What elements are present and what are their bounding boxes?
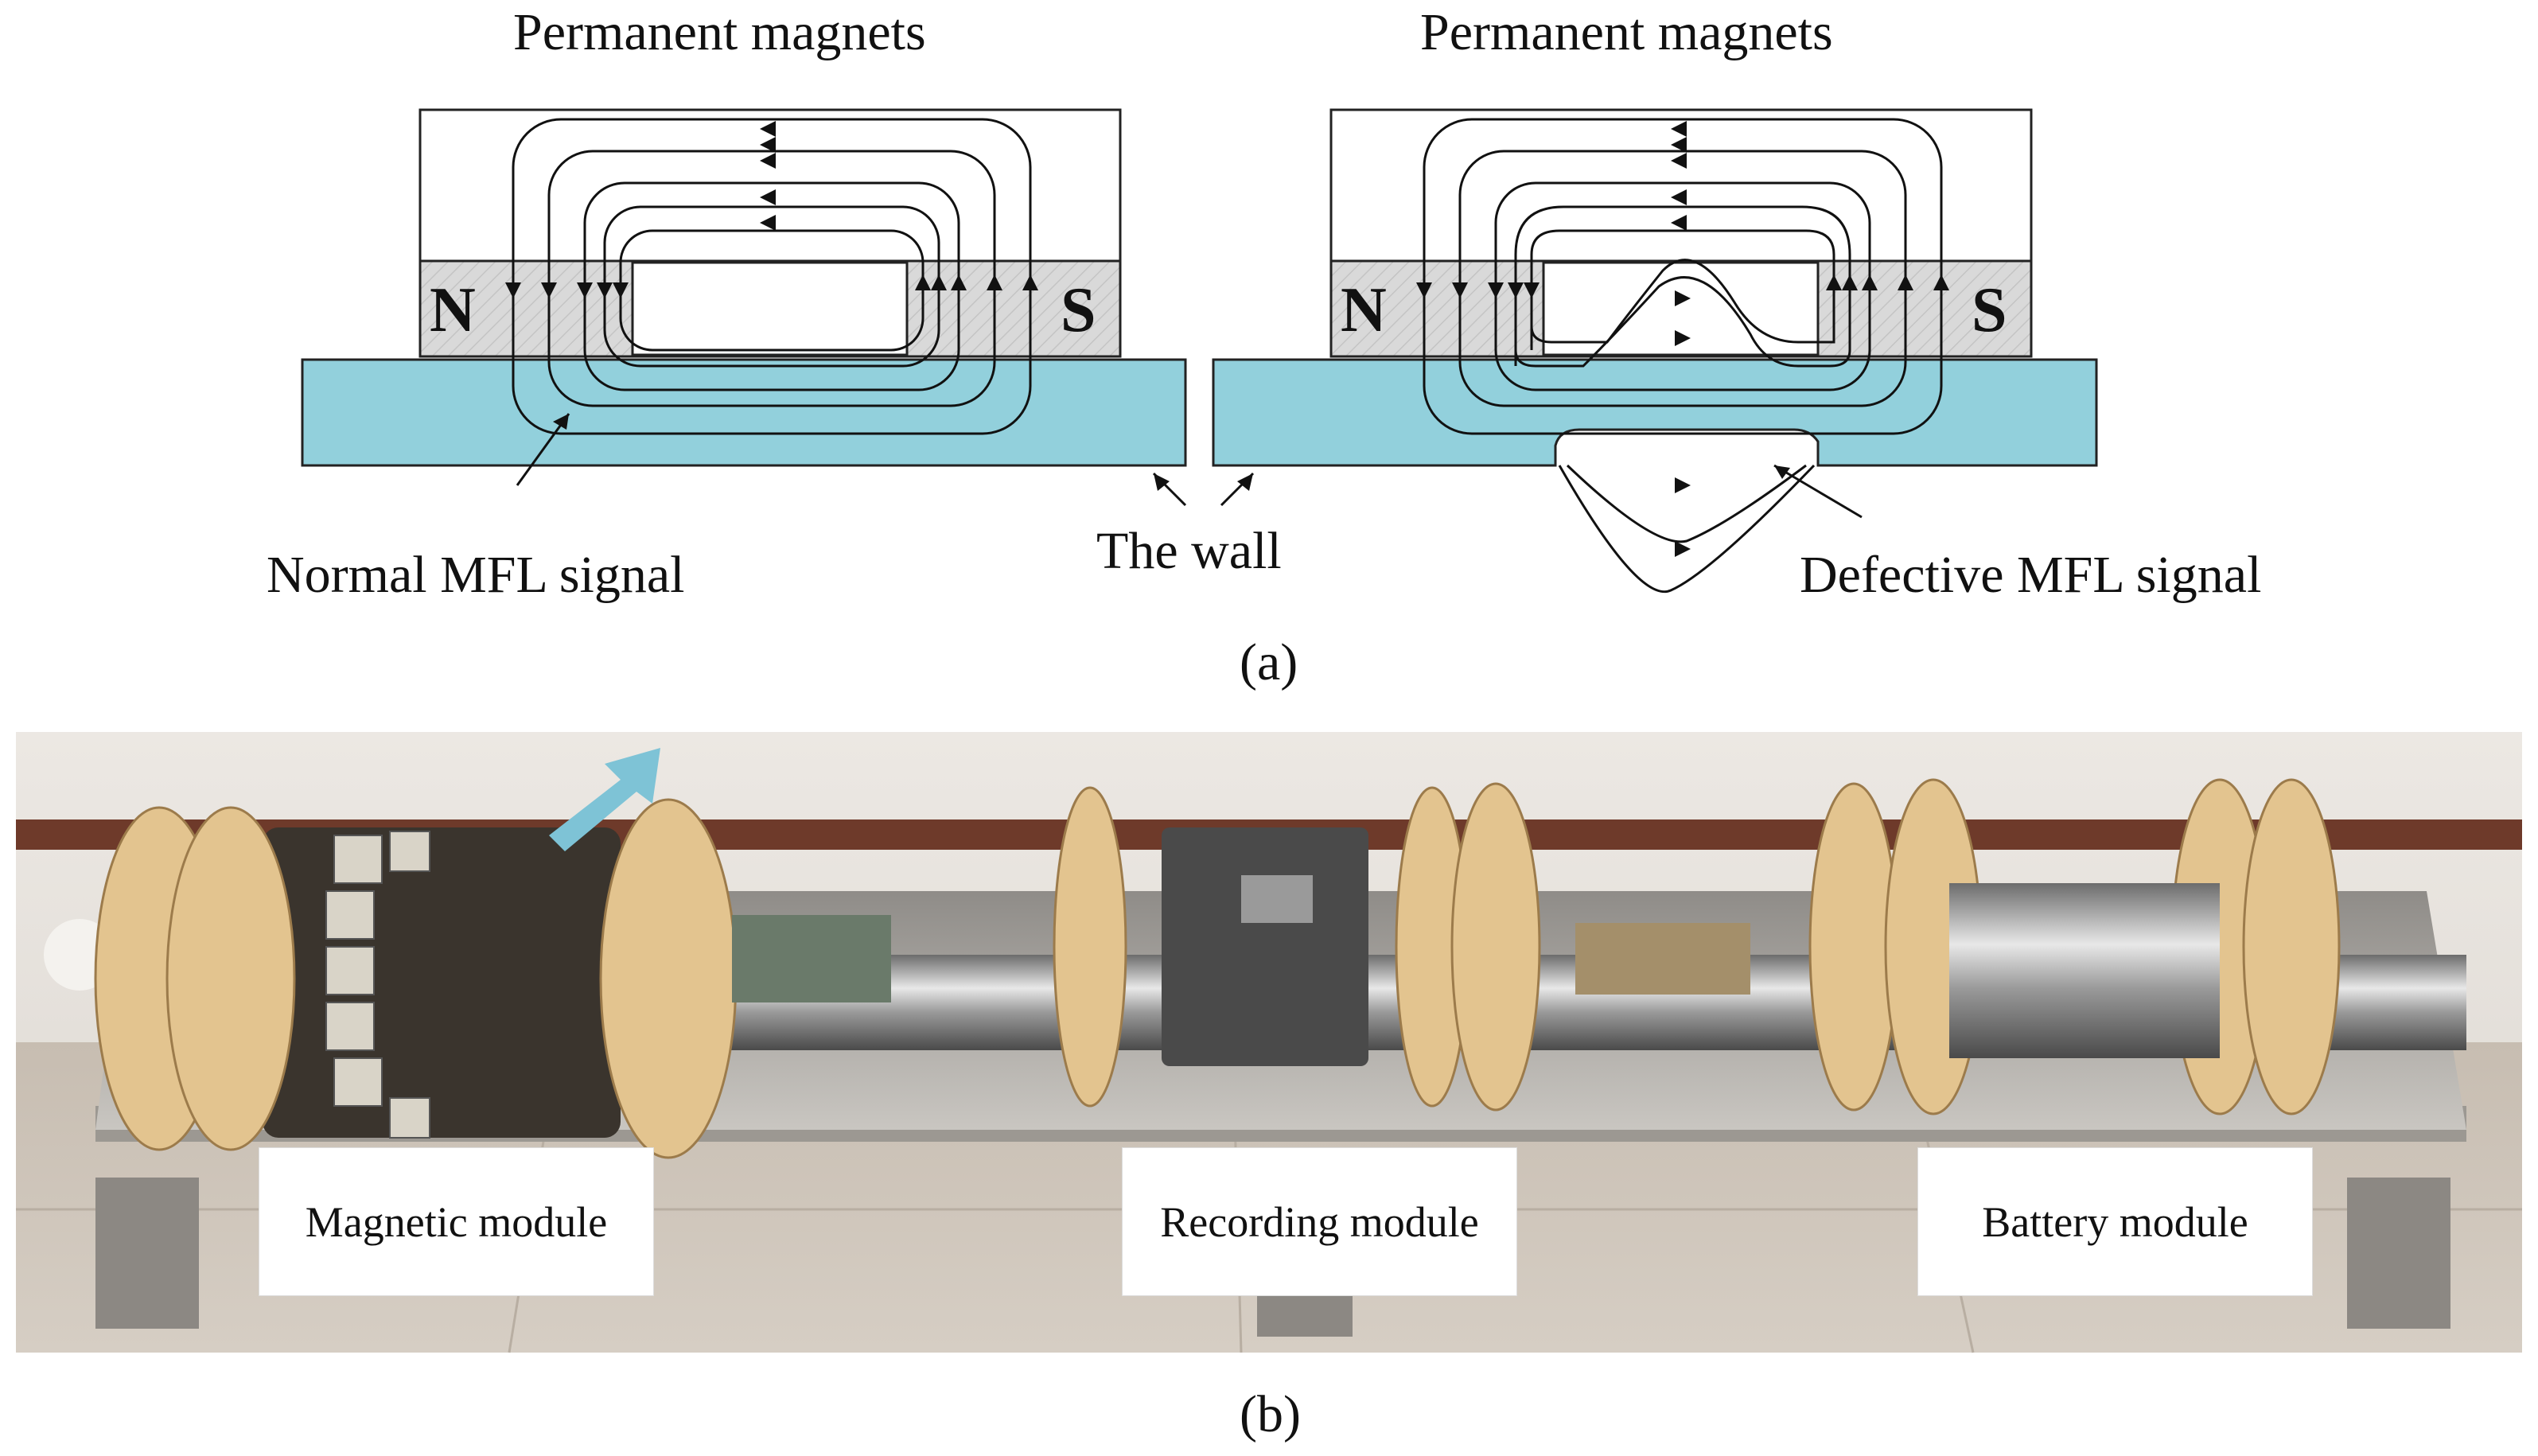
defective-mfl-panel — [1212, 108, 2098, 593]
magnetic-module-label: Magnetic module — [259, 1147, 654, 1296]
caption-a: (a) — [1240, 633, 1298, 691]
mfl-diagram — [301, 108, 2098, 593]
battery-module-label: Battery module — [1917, 1147, 2313, 1296]
wall-label: The wall — [1096, 522, 1282, 580]
magnet-yoke — [418, 108, 1122, 263]
magnet-yoke — [1329, 108, 2033, 263]
wall-plate — [301, 358, 1187, 467]
recording-module-label: Recording module — [1122, 1147, 1517, 1296]
right-magnets-title: Permanent magnets — [1420, 3, 1833, 61]
south-pole-label-right: S — [1972, 275, 2007, 345]
north-pole-label-left: N — [430, 275, 476, 345]
caption-b: (b) — [1240, 1385, 1301, 1443]
normal-mfl-label: Normal MFL signal — [267, 546, 685, 604]
normal-mfl-panel — [301, 108, 1187, 486]
wall-plate-defect — [1212, 358, 2098, 467]
south-pole-label-left: S — [1061, 275, 1096, 345]
north-pole-label-right: N — [1341, 275, 1387, 345]
magnet-gap — [631, 261, 909, 356]
defective-mfl-label: Defective MFL signal — [1800, 546, 2262, 604]
wall-pointers — [1152, 472, 1255, 507]
left-magnets-title: Permanent magnets — [513, 3, 926, 61]
